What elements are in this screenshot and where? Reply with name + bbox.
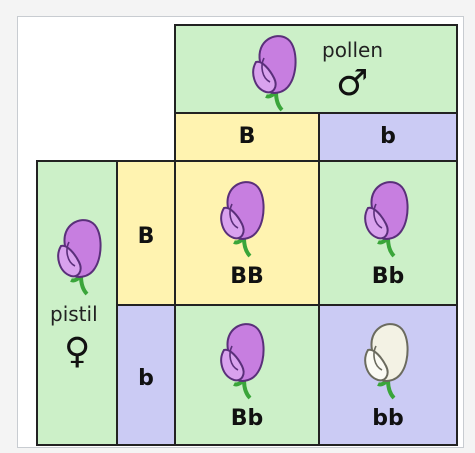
pollen-allele-2: b — [318, 112, 458, 162]
offspring-cell-bb-mixed-2: Bb — [174, 304, 320, 446]
purple-flower-icon — [363, 180, 410, 258]
purple-flower-icon — [56, 218, 103, 296]
pistil-label: pistil — [50, 302, 98, 326]
offspring-cell-bb-upper: BB — [174, 160, 320, 306]
pollen-header: pollen ♂ — [174, 24, 458, 114]
offspring-cell-bb-mixed-1: Bb — [318, 160, 458, 306]
pistil-allele-1: B — [116, 160, 176, 306]
pollen-allele-1: B — [174, 112, 320, 162]
purple-flower-icon — [251, 34, 298, 112]
female-symbol-icon: ♀ — [64, 331, 91, 372]
pollen-label: pollen — [322, 38, 384, 62]
purple-flower-icon — [219, 180, 266, 258]
male-symbol-icon: ♂ — [336, 63, 369, 104]
pistil-allele-2: b — [116, 304, 176, 446]
white-flower-icon — [363, 322, 410, 400]
pistil-header: pistil ♀ — [36, 160, 118, 446]
purple-flower-icon — [219, 322, 266, 400]
offspring-cell-bb-lower: bb — [318, 304, 458, 446]
